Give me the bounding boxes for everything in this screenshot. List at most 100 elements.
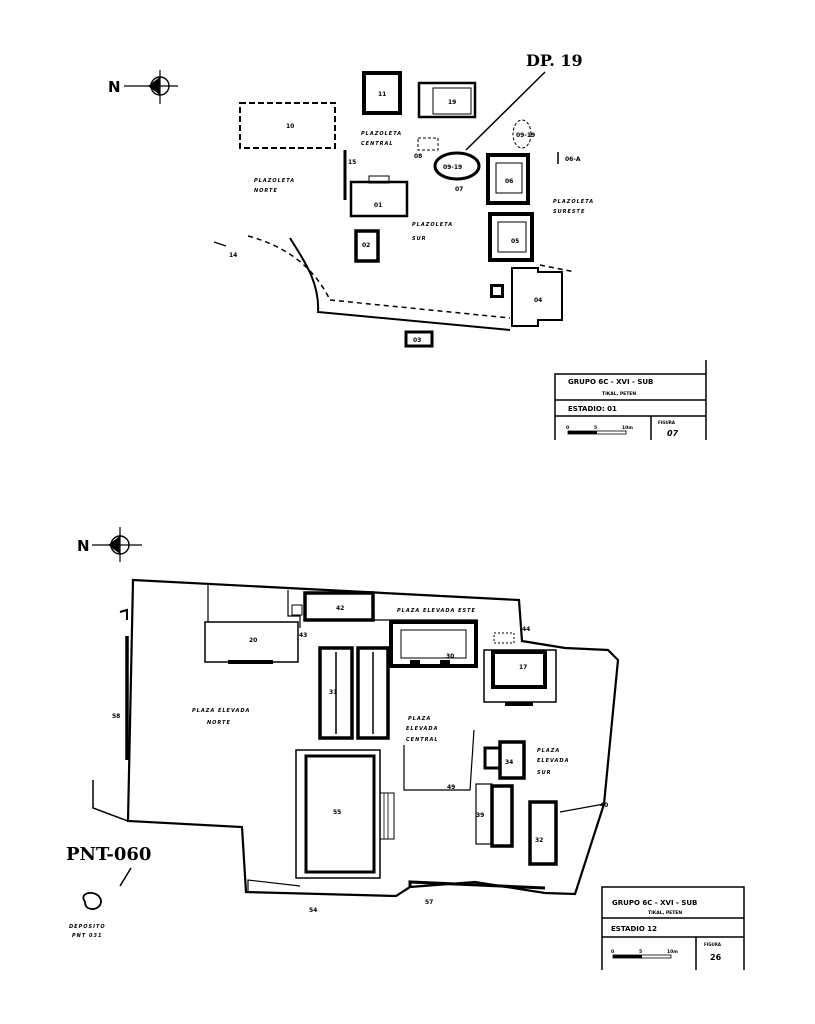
deposito-label-2: PNT 031 (72, 933, 102, 939)
plazoleta-sureste-label: PLAZOLETA (553, 199, 594, 205)
structure-09-19: 09-19 07 (433, 151, 481, 193)
svg-text:20: 20 (249, 637, 257, 644)
svg-text:19: 19 (448, 99, 456, 106)
svg-text:39: 39 (476, 812, 484, 819)
svg-text:01: 01 (374, 202, 382, 209)
structure-08-label: 08 (414, 153, 422, 160)
structure-14-label: 14 (229, 252, 237, 259)
svg-text:07: 07 (455, 186, 463, 193)
structure-40-label: 40 (600, 802, 608, 809)
plazoleta-sureste-label-2: SURESTE (553, 209, 585, 215)
svg-text:42: 42 (336, 605, 344, 612)
title-block-2-figure-label: FIGURA (704, 942, 722, 947)
structure-06a-label: 06-A (565, 156, 581, 163)
title-block-1-stage: ESTADIO: 01 (568, 405, 617, 413)
svg-text:06: 06 (505, 178, 513, 185)
scale-1-zero: 0 (566, 425, 569, 431)
structure-30: 30 (389, 620, 478, 668)
structure-11: 11 (362, 71, 402, 115)
svg-text:09-19: 09-19 (443, 164, 462, 171)
structure-54-label: 54 (309, 907, 317, 914)
plan-1-stage-01: N DP. 19 10 11 19 15 08 (108, 51, 707, 440)
svg-text:34: 34 (505, 759, 513, 766)
plaza-elevada-sur-label: PLAZA (537, 748, 560, 754)
plan-2-stage-12: N 58 42 20 (66, 527, 745, 970)
svg-text:10: 10 (286, 123, 294, 130)
platform-outline (126, 578, 620, 898)
title-block-1-site: TIKAL, PETEN (602, 391, 636, 397)
deposito-label: DEPOSITO (69, 924, 106, 930)
plaza-elevada-sur-label-3: SUR (537, 770, 552, 776)
title-block-2-group: GRUPO 6C - XVI - SUB (612, 899, 697, 907)
svg-text:04: 04 (534, 297, 542, 304)
structure-49-label: 49 (447, 784, 455, 791)
svg-text:31: 31 (329, 689, 337, 696)
structure-31: 31 (318, 646, 390, 740)
title-block-figure-26: GRUPO 6C - XVI - SUB TIKAL, PETEN ESTADI… (601, 886, 745, 970)
plaza-elevada-este-label: PLAZA ELEVADA ESTE (397, 608, 476, 614)
title-block-2-stage: ESTADIO 12 (611, 925, 657, 933)
dp19-callout: DP. 19 (526, 51, 583, 70)
plaza-elevada-norte-label: PLAZA ELEVADA (192, 708, 250, 714)
title-block-1-figure-number: 07 (667, 429, 679, 438)
svg-text:55: 55 (333, 809, 341, 816)
scale-2-ten: 10m (667, 949, 678, 955)
svg-text:03: 03 (413, 337, 421, 344)
scale-1-five: 5 (594, 425, 597, 431)
structure-05: 05 (488, 212, 534, 262)
structure-04: 04 (490, 267, 563, 327)
structure-34: 34 (483, 740, 526, 780)
svg-text:11: 11 (378, 91, 386, 98)
structure-19: 19 (417, 81, 477, 119)
structure-02: 02 (354, 229, 380, 263)
structure-09-label: 09-19 (516, 132, 535, 139)
svg-text:30: 30 (446, 653, 454, 660)
title-block-1-group: GRUPO 6C - XVI - SUB (568, 378, 653, 386)
svg-text:32: 32 (535, 837, 543, 844)
structure-dashed-oval (512, 119, 532, 149)
plaza-elevada-norte-label-2: NORTE (207, 720, 231, 726)
plazoleta-sur-label-2: SUR (412, 236, 427, 242)
plazoleta-norte-label: PLAZOLETA (254, 178, 295, 184)
pnt060-leader-line (119, 867, 132, 887)
structure-06: 06 (486, 153, 530, 205)
north-arrow-icon: N (108, 70, 178, 104)
structure-55: 55 (295, 749, 395, 879)
scale-bar-1: 0 5 10m (566, 425, 633, 435)
plazoleta-sur-label: PLAZOLETA (412, 222, 453, 228)
structure-57-label: 57 (425, 899, 433, 906)
plaza-elevada-central-label: PLAZA (408, 716, 431, 722)
plaza-elevada-central-label-2: ELEVADA (406, 726, 438, 732)
deposito-outline (82, 892, 102, 910)
title-block-1-figure-label: FIGURA (658, 420, 676, 425)
title-block-2-figure-number: 26 (710, 953, 722, 962)
structure-08-outline (417, 137, 439, 151)
title-block-figure-07: GRUPO 6C - XVI - SUB TIKAL, PETEN ESTADI… (554, 360, 707, 440)
north-arrow-icon: N (77, 527, 142, 562)
plazoleta-central-label-2: CENTRAL (361, 141, 394, 147)
structure-20: 20 (204, 621, 299, 664)
structure-17: 17 (483, 649, 557, 706)
structure-42: 42 (291, 591, 375, 622)
scale-bar-2: 0 5 10m (611, 949, 678, 959)
structure-58-label: 58 (112, 713, 120, 720)
svg-text:05: 05 (511, 238, 519, 245)
plazoleta-central-label: PLAZOLETA (361, 131, 402, 137)
dp19-leader-line (465, 71, 546, 151)
svg-text:17: 17 (519, 664, 527, 671)
title-block-2-site: TIKAL, PETEN (648, 910, 682, 916)
north-label: N (108, 78, 121, 96)
plazoleta-norte-label-2: NORTE (254, 188, 278, 194)
scale-1-ten: 10m (622, 425, 633, 431)
road-edge (289, 237, 511, 331)
plaza-elevada-central-label-3: CENTRAL (406, 737, 439, 743)
svg-text:02: 02 (362, 242, 370, 249)
structure-15-label: 15 (348, 159, 356, 166)
structure-43-label: 43 (299, 632, 307, 639)
north-label-2: N (77, 537, 90, 555)
scale-2-five: 5 (639, 949, 642, 955)
plaza-elevada-sur-label-2: ELEVADA (537, 758, 569, 764)
pnt060-callout: PNT-060 (66, 844, 151, 865)
structure-03: 03 (404, 330, 434, 348)
structure-44-label: 44 (522, 626, 530, 633)
